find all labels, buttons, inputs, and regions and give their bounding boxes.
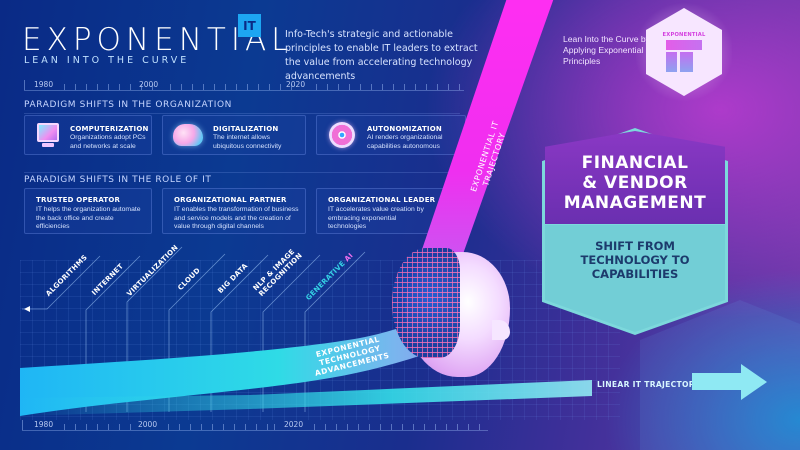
subtitle-line: SHIFT FROM: [595, 239, 675, 253]
card-title: COMPUTERIZATION: [70, 125, 149, 133]
role-card-organizational-partner: ORGANIZATIONAL PARTNER IT enables the tr…: [162, 188, 306, 234]
linear-arrow-body: [692, 373, 742, 390]
cloud-icon: [173, 124, 203, 146]
arrow-right-icon: [741, 364, 767, 400]
subtitle-line: TECHNOLOGY TO: [580, 253, 690, 267]
bottom-timeline: 1980 2000 2020: [22, 419, 488, 431]
card-title: ORGANIZATIONAL PARTNER: [174, 196, 287, 204]
section-divider: [24, 113, 460, 114]
arrow-left-icon: [24, 306, 30, 312]
card-title: ORGANIZATIONAL LEADER: [328, 196, 436, 204]
role-shifts-heading: PARADIGM SHIFTS IN THE ROLE OF IT: [24, 175, 212, 185]
title-line: & VENDOR: [582, 173, 688, 193]
timeline-year: 2000: [139, 80, 159, 89]
card-description: IT enables the transformation of busines…: [174, 206, 299, 230]
card-description: The internet allows ubiquitous connectiv…: [213, 134, 282, 150]
timeline-year: 2020: [286, 80, 306, 89]
org-card-digitalization: DIGITALIZATION The internet allows ubiqu…: [162, 115, 306, 155]
topic-title: FINANCIAL & VENDOR MANAGEMENT: [545, 153, 725, 213]
computer-monitor-icon: [37, 123, 59, 142]
monitor-stand: [42, 143, 54, 147]
intro-text: Info-Tech's strategic and actionable pri…: [285, 29, 478, 82]
role-card-trusted-operator: TRUSTED OPERATOR IT helps the organizati…: [24, 188, 152, 234]
ai-network-icon: [329, 122, 355, 148]
card-title: AUTONOMIZATION: [367, 125, 442, 133]
logo-t-stem: [680, 52, 693, 72]
timeline-year: 1980: [34, 420, 54, 429]
subtitle-line: CAPABILITIES: [591, 267, 679, 281]
org-card-autonomization: AUTONOMIZATION AI renders organizational…: [316, 115, 466, 155]
timeline-year: 2000: [138, 420, 158, 429]
card-description: Organizations adopt PCs and networks at …: [70, 134, 146, 150]
logo-t-bar: [666, 40, 702, 50]
card-description: IT helps the organization automate the b…: [36, 206, 141, 230]
linear-it-trajectory-label: LINEAR IT TRAJECTORY: [597, 380, 701, 389]
topic-subtitle: SHIFT FROM TECHNOLOGY TO CAPABILITIES: [545, 239, 725, 281]
title-line: FINANCIAL: [581, 153, 689, 173]
ai-head-mesh: [392, 248, 460, 358]
apply-principles-text: Lean Into the Curve by Applying Exponent…: [563, 34, 654, 66]
org-shifts-heading: PARADIGM SHIFTS IN THE ORGANIZATION: [24, 100, 232, 110]
org-card-computerization: COMPUTERIZATION Organizations adopt PCs …: [24, 115, 152, 155]
card-description: IT accelerates value creation by embraci…: [328, 206, 424, 230]
topic-hexagon-top: [545, 131, 725, 224]
card-title: DIGITALIZATION: [213, 125, 279, 133]
timeline-year: 1980: [34, 80, 54, 89]
page-tagline: LEAN INTO THE CURVE: [24, 55, 190, 66]
card-title: TRUSTED OPERATOR: [36, 196, 121, 204]
logo-wordmark: EXPONENTIAL: [662, 32, 706, 38]
section-divider: [24, 172, 460, 173]
top-timeline: 1980 2000 2020: [24, 79, 464, 91]
logo-i-stem: [666, 52, 677, 72]
title-line: MANAGEMENT: [563, 193, 707, 213]
it-logo-badge: IT: [238, 14, 261, 37]
card-description: AI renders organizational capabilities a…: [367, 134, 443, 150]
timeline-year: 2020: [284, 420, 304, 429]
ai-head-face: [492, 320, 510, 340]
